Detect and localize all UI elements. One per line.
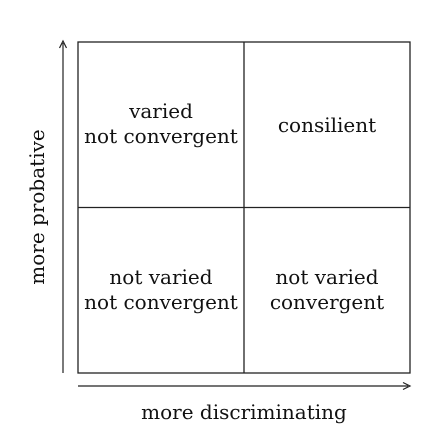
quadrant-top-left: varied not convergent	[84, 99, 238, 148]
quadrant-bottom-right-line2: convergent	[270, 290, 384, 314]
quadrant-top-right-line1: consilient	[278, 113, 376, 137]
y-axis-label: more probative	[25, 129, 49, 284]
quadrant-bottom-right-line1: not varied	[275, 265, 378, 289]
quadrant-bottom-left-line1: not varied	[109, 265, 212, 289]
x-axis-label: more discriminating	[141, 400, 347, 424]
quadrant-top-right: consilient	[278, 113, 376, 137]
quadrant-bottom-left: not varied not convergent	[84, 265, 238, 314]
quadrant-bottom-left-line2: not convergent	[84, 290, 238, 314]
y-axis-arrow	[58, 39, 68, 373]
quadrant-bottom-right: not varied convergent	[270, 265, 384, 314]
x-axis-arrow	[78, 381, 412, 391]
quadrant-top-left-line1: varied	[128, 99, 193, 123]
quadrant-top-left-line2: not convergent	[84, 124, 238, 148]
